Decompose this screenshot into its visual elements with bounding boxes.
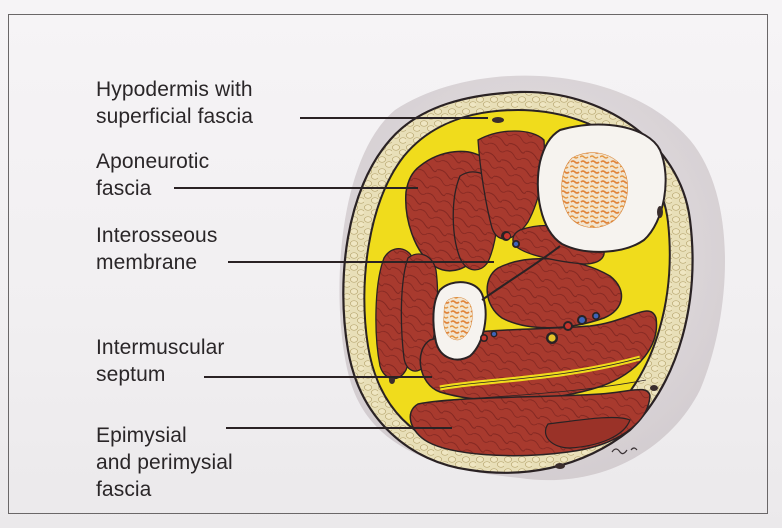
label-epimysial-fascia: Epimysial and perimysial fascia — [96, 422, 233, 503]
label-interosseous-membrane: Interosseous membrane — [96, 222, 217, 276]
tibia-marrow — [562, 153, 628, 228]
label-intermuscular-septum: Intermuscular septum — [96, 334, 225, 388]
label-aponeurotic-fascia: Aponeurotic fascia — [96, 148, 209, 202]
label-hypodermis: Hypodermis with superficial fascia — [96, 76, 253, 130]
